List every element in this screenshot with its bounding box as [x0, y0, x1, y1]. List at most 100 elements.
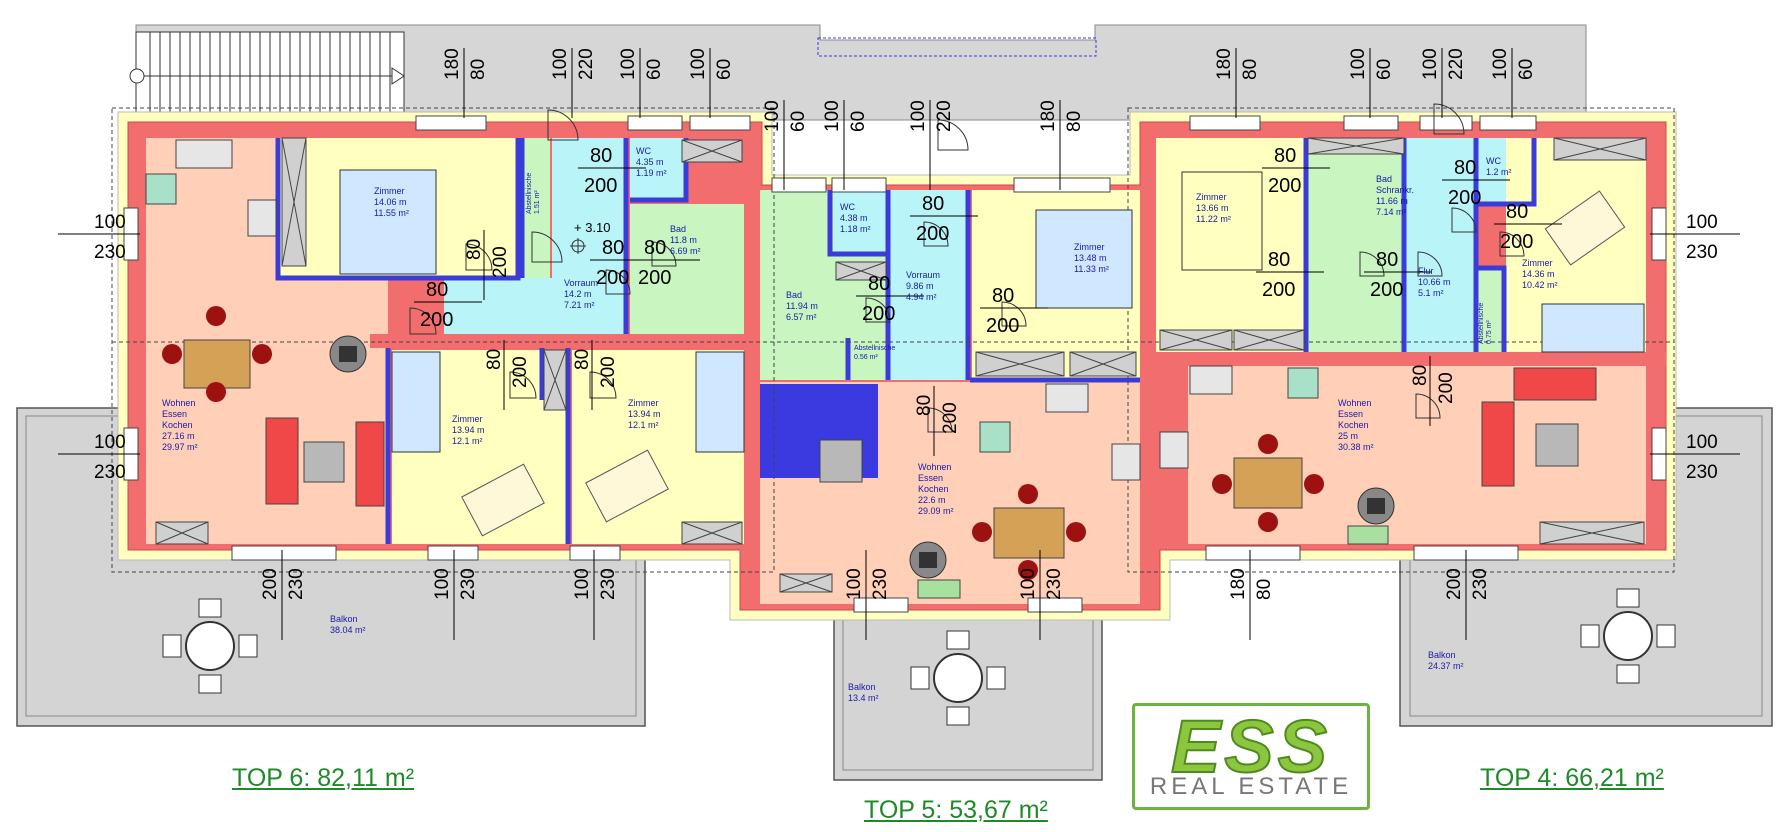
patio-table-set [910, 630, 1006, 726]
patio-table-set [1580, 588, 1676, 684]
room-label-t5-wohnen: Wohnen Essen Kochen 22.6 m 29.09 m² [918, 462, 954, 516]
wardrobe [681, 139, 743, 163]
door-swing [1359, 251, 1385, 277]
window [831, 177, 887, 193]
dim-door-height: 200 [420, 309, 453, 331]
dim-bottom-height: 230 [1044, 568, 1065, 600]
door-swing [1001, 301, 1027, 327]
dim-right-lower-height: 230 [1686, 462, 1718, 483]
dim-door-width: 80 [992, 285, 1014, 307]
dim-left-upper-height: 230 [94, 242, 126, 263]
dim-top-width: 100 [1490, 48, 1511, 80]
dim-left-lower-height: 230 [94, 462, 126, 483]
dim-top-width: 100 [550, 48, 571, 80]
wardrobe [1307, 137, 1405, 155]
room-t5-vorraum [890, 190, 970, 380]
dim-door-width: 80 [602, 237, 624, 259]
wardrobe [543, 349, 567, 411]
window [415, 115, 487, 131]
dim-top-width: 180 [1214, 48, 1235, 80]
dim-top-height: 60 [1374, 59, 1395, 80]
dim-door-height: 200 [940, 402, 961, 434]
room-label-t4-zimmer1: Zimmer 13.66 m 11.22 m² [1196, 192, 1231, 224]
wardrobe [1553, 137, 1647, 161]
wardrobe [779, 573, 833, 593]
dim-top-height: 60 [1516, 59, 1537, 80]
dim-door-height: 200 [584, 175, 617, 197]
window [231, 545, 337, 561]
room-label-t6-bad: Bad 11.8 m 6.69 m² [670, 224, 701, 256]
window [569, 545, 621, 561]
room-label-t6-wc: WC 4.35 m 1.19 m² [636, 146, 667, 178]
dim-door-width: 80 [914, 395, 935, 416]
room-t4-abstell [1474, 268, 1504, 352]
wardrobe [281, 137, 307, 267]
wardrobe [835, 261, 887, 281]
ess-logo: ESS REAL ESTATE [1132, 703, 1370, 810]
dim-door-width: 80 [922, 193, 944, 215]
window [1013, 177, 1111, 193]
room-label-t5-wc: WC 4.38 m 1.18 m² [840, 202, 871, 234]
room-t6-bad [630, 204, 744, 334]
dim-bottom-height: 80 [1254, 579, 1275, 600]
dim-top-height: 60 [644, 59, 665, 80]
door-swing [1417, 251, 1443, 277]
door-swing [1433, 103, 1465, 135]
room-label-t5-abstell: Abstellnische 0.56 m² [854, 345, 896, 361]
dim-door-height: 200 [596, 267, 629, 289]
dim-bottom-height: 230 [598, 568, 619, 600]
dim-left-upper-width: 100 [94, 212, 126, 233]
door-swing [865, 297, 891, 323]
door-swing [923, 221, 949, 247]
door-swing [1451, 207, 1477, 233]
room-label-t6-abstell: Abstellnische 1.51 m² [526, 172, 541, 214]
window [427, 545, 479, 561]
room-label-t6-wohnen: Wohnen Essen Kochen 27.16 m 29.97 m² [162, 398, 198, 452]
room-label-t4-abstell: Abstellnische 0.75 m² [1478, 302, 1493, 344]
wardrobe [1159, 329, 1233, 351]
upper-floor-outline-left [111, 107, 775, 573]
dim-bottom-width: 100 [572, 568, 593, 600]
patio-furniture [162, 588, 1676, 726]
room-t4-bad [1308, 138, 1404, 352]
dim-door-height: 200 [638, 267, 671, 289]
dim-door-height: 200 [1436, 372, 1457, 404]
room-label-t6-balkon: Balkon 38.04 m² [330, 614, 366, 635]
dim-door-height: 200 [862, 303, 895, 325]
dim-bottom-width: 100 [432, 568, 453, 600]
patio-table-set [162, 598, 258, 694]
room-label-t5-bad: Bad 11.94 m 6.57 m² [786, 290, 818, 322]
level-mark-text: + 3.10 [574, 220, 611, 235]
logo-brand: ESS [1170, 705, 1332, 788]
unit-label-top4: TOP 4: 66,21 m² [1480, 764, 1664, 792]
door-swing [409, 307, 437, 335]
room-t6-vorraum2 [444, 278, 624, 334]
door-swing [531, 231, 563, 263]
room-label-t5-vorraum: Vorraum 9.86 m 4.94 m² [906, 270, 941, 302]
dim-bottom-height: 230 [1470, 568, 1491, 600]
room-t5-abstell [850, 338, 888, 380]
dim-top-height: 60 [848, 111, 869, 132]
dim-door-width: 80 [572, 349, 593, 370]
door-swing [1415, 393, 1441, 419]
dim-top-width: 100 [822, 100, 843, 132]
wardrobe [681, 521, 743, 545]
wardrobes [155, 137, 1647, 593]
dim-top-width: 100 [1420, 48, 1441, 80]
dim-top-width: 100 [908, 100, 929, 132]
dim-right-lower-width: 100 [1686, 432, 1718, 453]
door-swing [937, 119, 969, 151]
dim-top-width: 180 [442, 48, 463, 80]
room-label-t4-wohnen: Wohnen Essen Kochen 25 m 30.38 m² [1338, 398, 1374, 452]
dim-door-height: 200 [986, 315, 1019, 337]
dim-door-width: 80 [590, 145, 612, 167]
dim-door-width: 80 [644, 237, 666, 259]
dim-door-height: 200 [1448, 187, 1481, 209]
dim-door-width: 80 [1268, 249, 1290, 271]
dim-top-width: 100 [762, 100, 783, 132]
furniture [145, 139, 1597, 599]
dim-bottom-height: 230 [870, 568, 891, 600]
desks [461, 190, 1626, 537]
